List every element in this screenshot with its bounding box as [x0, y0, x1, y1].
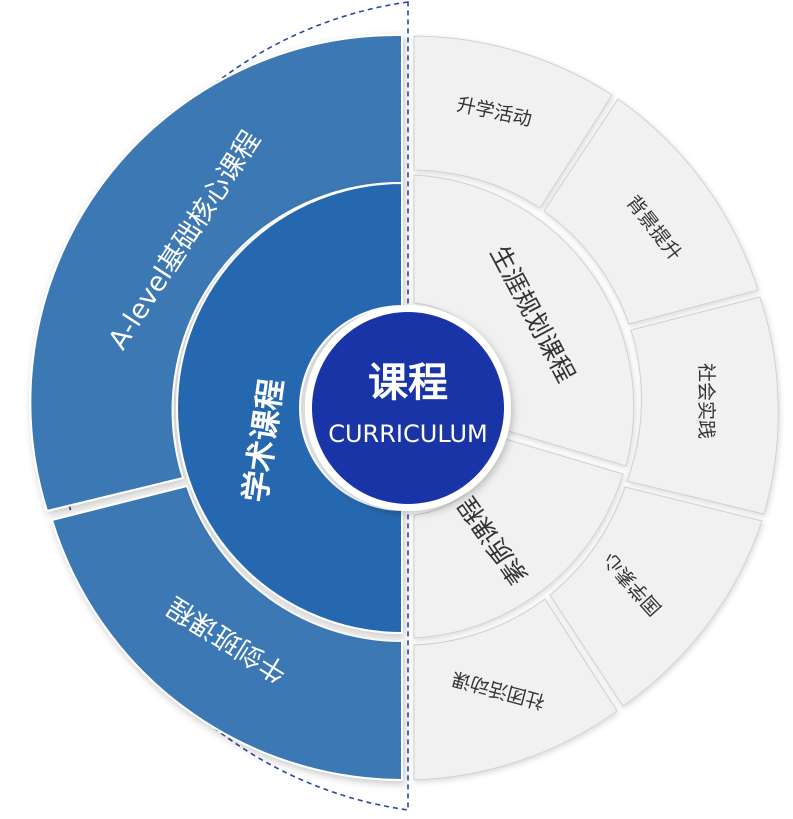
segment-alevel-core[interactable]: [29, 33, 403, 513]
center-title: 课程: [368, 360, 448, 406]
center-subtitle: CURRICULUM: [328, 420, 488, 448]
segment-shengxue[interactable]: [413, 35, 613, 209]
label-shehui: 社会实践: [695, 363, 717, 439]
segment-academic[interactable]: [176, 181, 403, 635]
segment-guoxue[interactable]: [549, 486, 763, 707]
right-outer-ring: [413, 35, 779, 781]
center-disc[interactable]: [312, 312, 504, 504]
segment-shetuan[interactable]: [413, 598, 618, 781]
segment-oxbridge[interactable]: [50, 484, 403, 782]
segment-beijing[interactable]: [543, 98, 759, 325]
segment-shehui[interactable]: [626, 296, 779, 515]
